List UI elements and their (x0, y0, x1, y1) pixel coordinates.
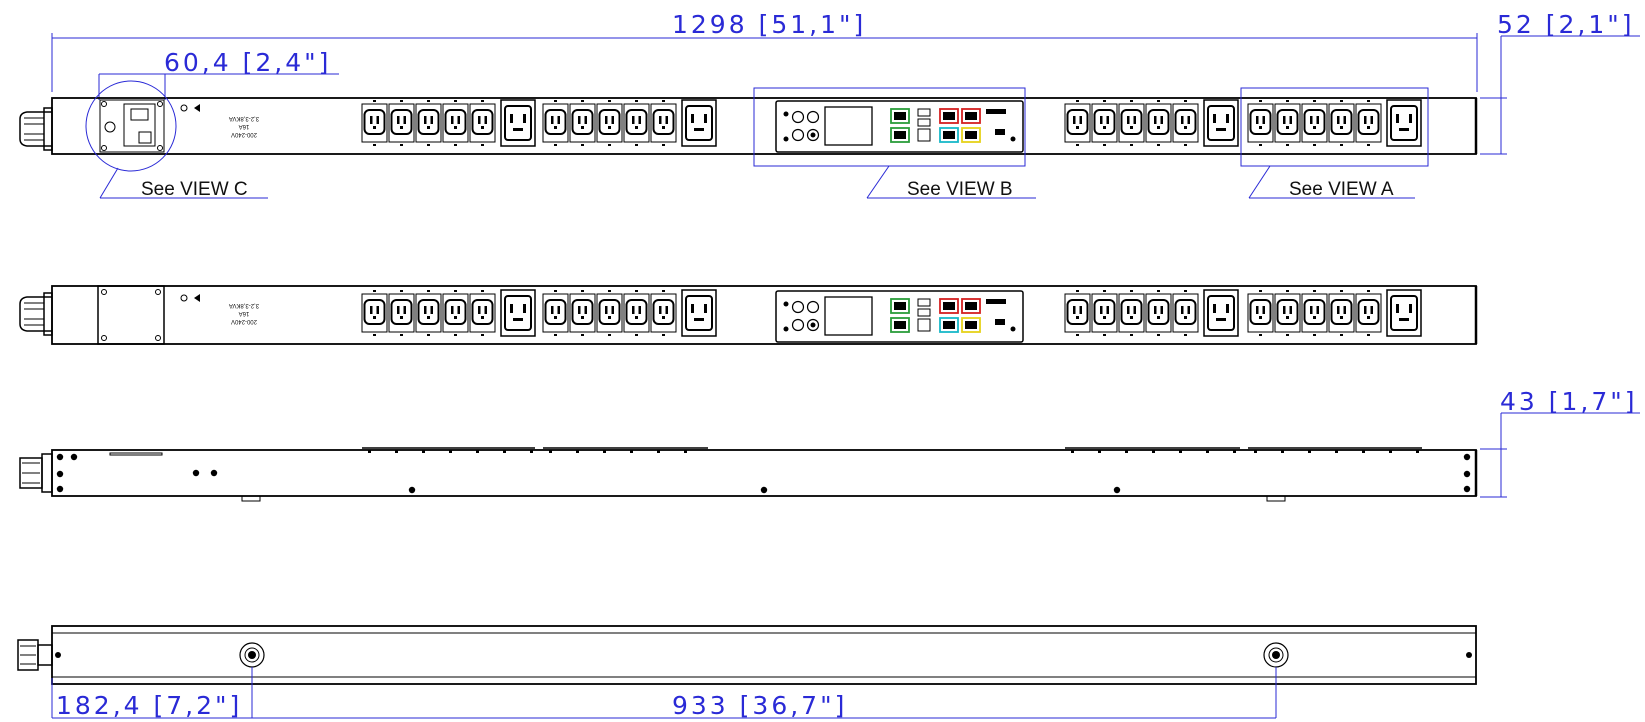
lcd-display (824, 106, 873, 146)
c19-outlet (500, 99, 536, 147)
c13-outlet (415, 290, 442, 336)
c13-outlet (542, 100, 569, 146)
see-view-b-callout: See VIEW B (907, 179, 1013, 200)
c19-outlet (1203, 289, 1239, 337)
c13-outlet (442, 290, 469, 336)
c13-outlet (469, 100, 496, 146)
rating-power-2: 3,2-3,8KVA (229, 302, 259, 308)
rating-voltage-2: 200-240V (231, 318, 257, 324)
c13-outlet (1301, 100, 1328, 146)
rating-current: 16A (239, 123, 250, 129)
side-view (19, 447, 1478, 502)
c13-outlet (361, 290, 388, 336)
control-module (775, 100, 1024, 153)
c13-outlet (623, 100, 650, 146)
depth-label: 43 [1,7"] (1500, 387, 1638, 416)
ok-button (806, 128, 820, 142)
c13-outlet (388, 290, 415, 336)
c13-outlet (1145, 290, 1172, 336)
c13-outlet (1301, 290, 1328, 336)
mount-offset-label: 182,4 [7,2"] (56, 691, 242, 720)
left-button (791, 110, 805, 124)
c13-outlet (1172, 290, 1199, 336)
c13-outlet (1247, 290, 1274, 336)
see-view-c-callout: See VIEW C (141, 179, 248, 200)
rating-power: 3,2-3,8KVA (229, 115, 259, 121)
inlet-section-label: 60,4 [2,4"] (164, 48, 331, 77)
c13-outlet (1247, 100, 1274, 146)
overall-length-label: 1298 [51,1"] (672, 10, 866, 39)
cancel-button (791, 128, 805, 142)
outlet-group (361, 99, 536, 147)
c13-outlet (1118, 100, 1145, 146)
c13-outlet (1091, 100, 1118, 146)
mounting-dimensions: 182,4 [7,2"] 933 [36,7"] (51, 667, 1277, 720)
width-label: 52 [2,1"] (1497, 10, 1635, 39)
c13-outlet (650, 100, 677, 146)
c13-outlet (650, 290, 677, 336)
c19-outlet (681, 289, 717, 337)
see-view-a-callout: See VIEW A (1289, 179, 1394, 200)
c13-outlet (623, 290, 650, 336)
outlet-group (1064, 99, 1239, 147)
front-view-covered: 200-240V 16A 3,2-3,8KVA (19, 285, 1478, 345)
c13-outlet (1328, 100, 1355, 146)
c13-outlet (1355, 100, 1382, 146)
right-button (806, 110, 820, 124)
back-view (17, 625, 1477, 685)
c13-outlet (542, 290, 569, 336)
outlet-group (361, 289, 536, 337)
c13-outlet (1064, 100, 1091, 146)
c19-outlet (1386, 99, 1422, 147)
ok-button (806, 318, 820, 332)
c19-outlet (500, 289, 536, 337)
c13-outlet (1091, 290, 1118, 336)
depth-dimension: 43 [1,7"] (1480, 387, 1640, 498)
c13-outlet (596, 100, 623, 146)
c19-outlet (1386, 289, 1422, 337)
c13-outlet (388, 100, 415, 146)
c13-outlet (1274, 290, 1301, 336)
c13-outlet (361, 100, 388, 146)
c13-outlet (1274, 100, 1301, 146)
c13-outlet (1145, 100, 1172, 146)
mount-spacing-label: 933 [36,7"] (672, 691, 847, 720)
outlet-group (1064, 289, 1239, 337)
c13-outlet (469, 290, 496, 336)
c13-outlet (442, 100, 469, 146)
outlet-group (1247, 289, 1422, 337)
c13-outlet (596, 290, 623, 336)
right-button (806, 300, 820, 314)
front-view-top: 200-240V 16A 3,2-3,8KVA See VIEW C See V… (19, 80, 1478, 200)
c13-outlet (415, 100, 442, 146)
outlet-group (542, 99, 717, 147)
c13-outlet (1172, 100, 1199, 146)
rating-label: 200-240V 16A 3,2-3,8KVA (229, 115, 259, 137)
control-module-2 (775, 290, 1024, 343)
c19-outlet (681, 99, 717, 147)
cancel-button (791, 318, 805, 332)
overall-length-dimension: 1298 [51,1"] (51, 10, 1478, 92)
c13-outlet (1118, 290, 1145, 336)
c13-outlet (1064, 290, 1091, 336)
c13-outlet (1328, 290, 1355, 336)
c13-outlet (569, 290, 596, 336)
outlet-group (542, 289, 717, 337)
outlet-group (1247, 99, 1422, 147)
c13-outlet (1355, 290, 1382, 336)
inlet-section-dimension: 60,4 [2,4"] (98, 48, 339, 100)
lcd-display (824, 296, 873, 336)
breaker-panel (99, 99, 165, 153)
left-button (791, 300, 805, 314)
width-dimension: 52 [2,1"] (1480, 10, 1640, 155)
rating-current-2: 16A (239, 310, 250, 316)
c19-outlet (1203, 99, 1239, 147)
rating-voltage: 200-240V (231, 131, 257, 137)
c13-outlet (569, 100, 596, 146)
